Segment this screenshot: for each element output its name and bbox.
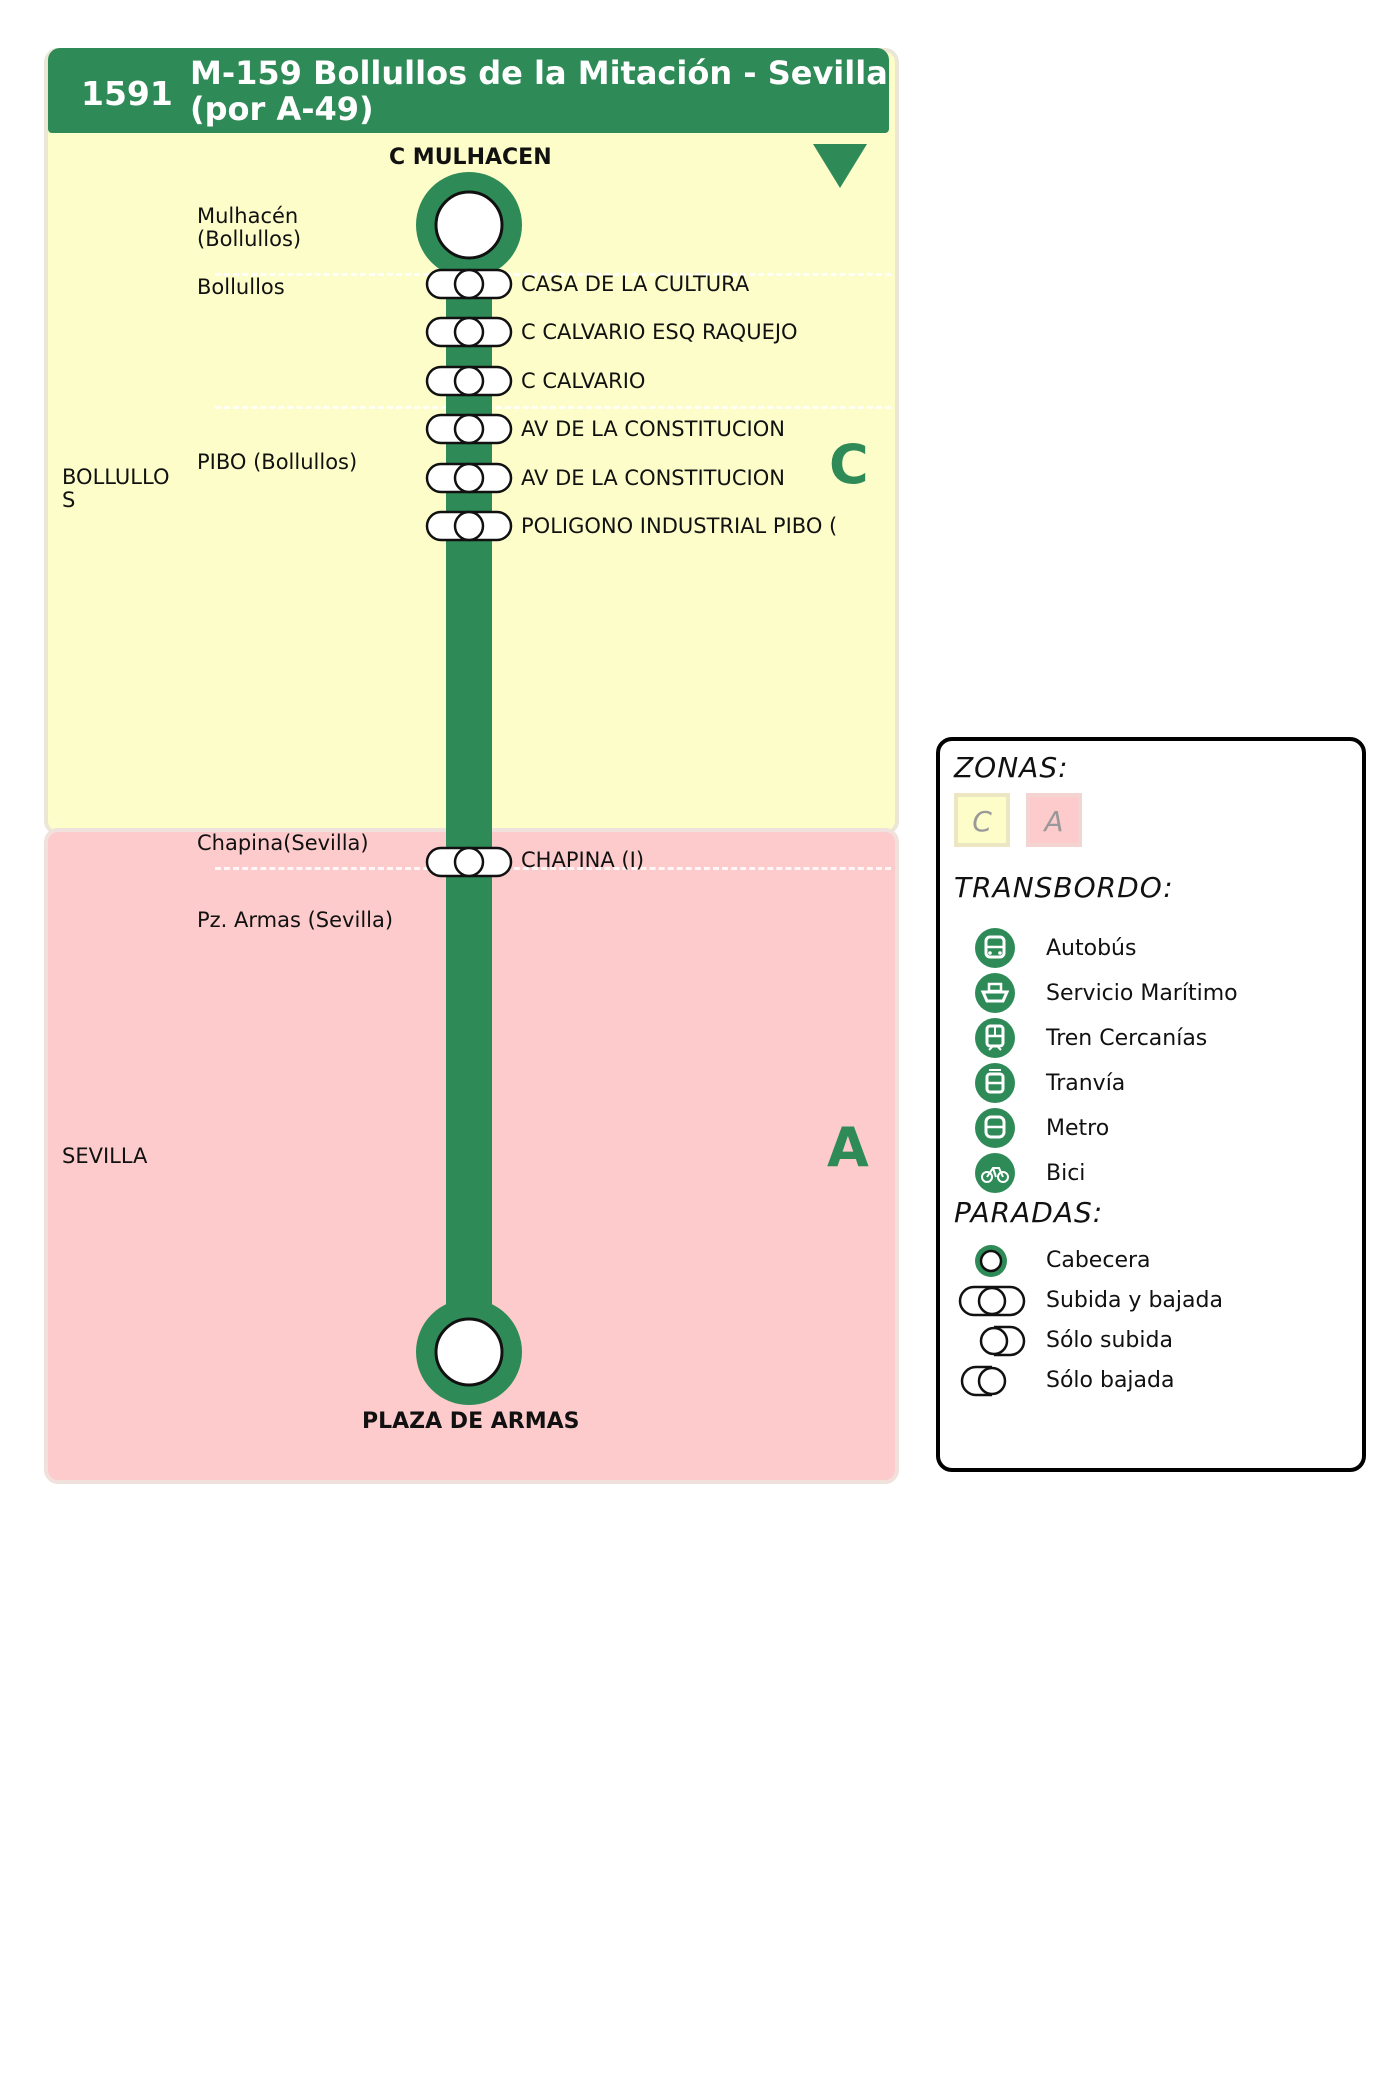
legend: ZONAS: C A TRANSBORDO: Autobús Servicio … [936,737,1366,1472]
metro-icon [975,1108,1015,1148]
legend-label-bus: Autobús [1046,936,1137,961]
stop-label: POLIGONO INDUSTRIAL PIBO ( [521,514,838,538]
legend-label-board-alight: Subida y bajada [1046,1288,1223,1313]
stop-label: C CALVARIO [521,369,646,393]
train-icon [975,1018,1015,1058]
legend-label-terminal: Cabecera [1046,1248,1151,1273]
stop-marker-subida-bajada [425,846,513,878]
municipality-label-sevilla: SEVILLA [62,1144,148,1168]
legend-label-tram: Tranvía [1046,1071,1126,1096]
legend-zone-chip-a: A [1026,793,1082,847]
zone-letter-c: C [829,433,869,496]
stop-label: CASA DE LA CULTURA [521,272,750,296]
legend-stops-title: PARADAS: [954,1196,1104,1229]
stop-label: AV DE LA CONSTITUCION [521,417,785,441]
bike-icon [975,1153,1015,1193]
zone-letter-a: A [827,1116,869,1179]
stop-label: C CALVARIO ESQ RAQUEJO [521,320,798,344]
legend-label-board-only: Sólo subida [1046,1328,1173,1353]
direction-down-triangle-icon [813,144,867,188]
terminal-stop-icon [975,1245,1007,1277]
locality-label-chapina: Chapina(Sevilla) [197,831,369,855]
locality-label-bollullos: Bollullos [197,275,285,299]
tram-icon [975,1063,1015,1103]
legend-label-alight-only: Sólo bajada [1046,1368,1175,1393]
stop-label: CHAPINA (I) [521,848,645,872]
bus-icon [975,928,1015,968]
stop-marker-subida-bajada [425,413,513,445]
stop-marker-subida-bajada [425,365,513,397]
origin-terminal-label: C MULHACEN [389,145,552,170]
locality-separator [215,406,891,409]
stop-marker-subida-bajada [425,268,513,300]
route-title-line-2: (por A-49) [190,90,374,128]
municipality-label-bollullos: BOLLULLO S [62,465,170,512]
legend-transfer-title: TRANSBORDO: [954,871,1174,904]
legend-label-bike: Bici [1046,1161,1086,1186]
legend-zone-chip-c: C [954,793,1010,847]
locality-label-pibo: PIBO (Bollullos) [197,450,358,474]
legend-zones-title: ZONAS: [954,751,1069,784]
locality-label-pz-armas: Pz. Armas (Sevilla) [197,908,394,932]
route-header: 1591 M-159 Bollullos de la Mitación - Se… [48,48,889,133]
stop-marker-subida-bajada [425,462,513,494]
stop-marker-subida-bajada [425,510,513,542]
legend-label-metro: Metro [1046,1116,1110,1141]
route-number: 1591 [81,74,173,113]
destination-terminal-label: PLAZA DE ARMAS [362,1409,580,1434]
legend-label-ferry: Servicio Marítimo [1046,981,1238,1006]
stop-label: AV DE LA CONSTITUCION [521,466,785,490]
board-only-stop-icon [979,1325,1026,1357]
alight-only-stop-icon [960,1365,1007,1397]
legend-label-train: Tren Cercanías [1046,1026,1208,1051]
route-trunk-line [446,225,492,1350]
route-title-line-1: M-159 Bollullos de la Mitación - Sevilla [190,54,888,92]
locality-separator [215,273,891,276]
ferry-icon [975,973,1015,1013]
stop-marker-subida-bajada [425,316,513,348]
board-alight-stop-icon [958,1285,1026,1317]
route-title: M-159 Bollullos de la Mitación - Sevilla… [190,55,888,127]
locality-label-mulhacen: Mulhacén (Bollullos) [197,204,302,251]
locality-separator [215,867,891,870]
